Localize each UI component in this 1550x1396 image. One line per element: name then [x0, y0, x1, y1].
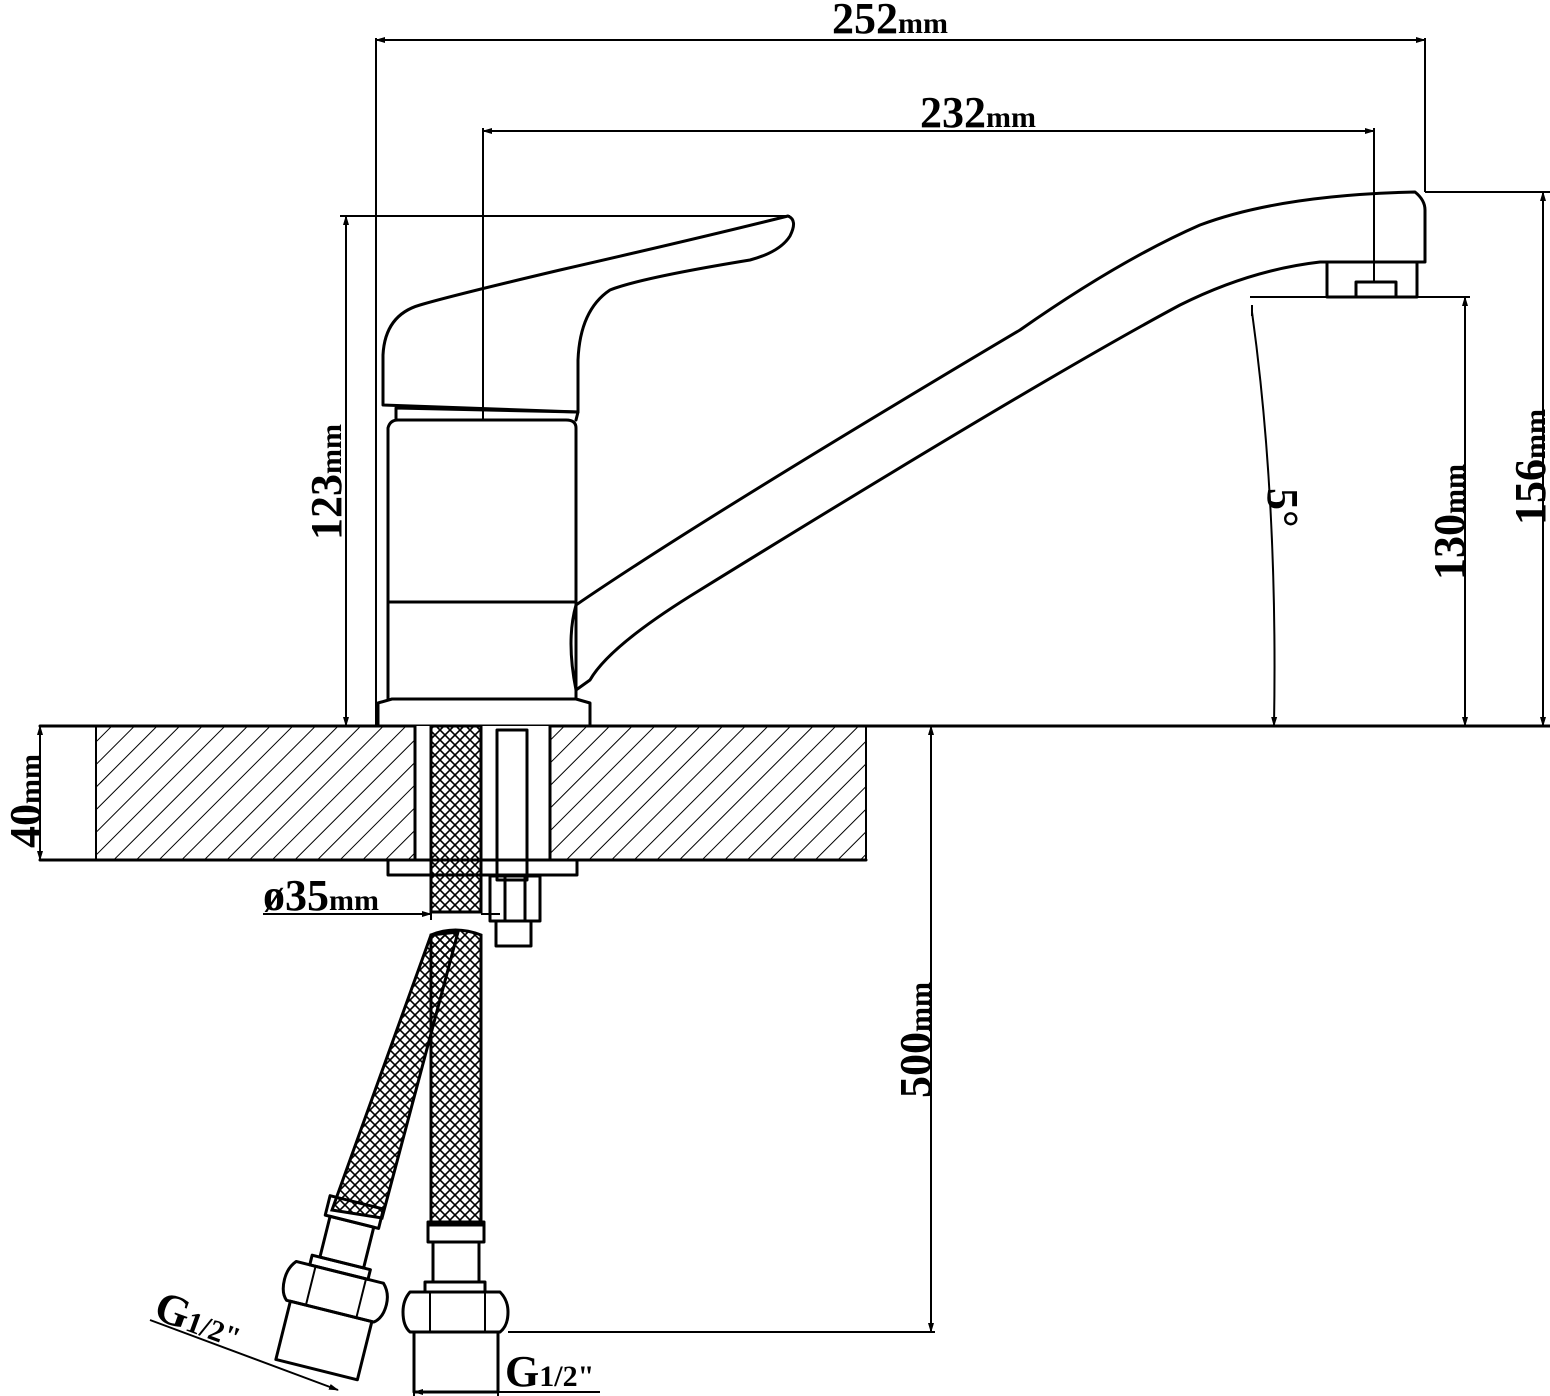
dim-angle-label: 5°	[1258, 488, 1307, 528]
dim-232-label: 232mm	[920, 88, 1036, 137]
faucet-body	[376, 406, 592, 728]
countertop	[38, 724, 1550, 862]
dim-252-label: 252mm	[832, 0, 948, 43]
dimension-lines	[37, 37, 1550, 1396]
dim-40-label: 40mm	[1, 754, 50, 848]
dim-123-label: 123mm	[302, 424, 351, 540]
thread-right-label: G1/2"	[505, 1347, 594, 1396]
spout	[569, 190, 1427, 692]
thread-left-label: G1/2"	[149, 1281, 250, 1358]
dim-130-label: 130mm	[1425, 464, 1474, 580]
lever-handle	[381, 214, 795, 414]
dim-156-label: 156mm	[1506, 409, 1550, 525]
supply-hoses	[274, 724, 510, 1394]
dim-500-label: 500mm	[891, 982, 940, 1098]
dim-35-label: ø35mm	[263, 871, 379, 920]
